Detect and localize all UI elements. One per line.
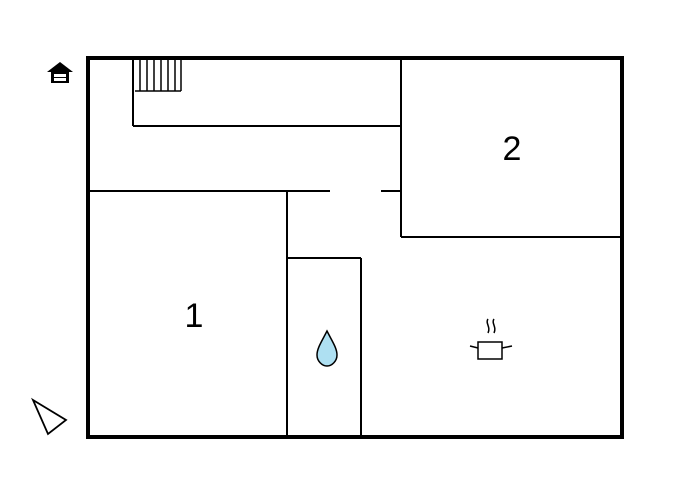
room-label-1: 1 (185, 297, 204, 335)
house-entrance-icon (47, 62, 73, 83)
cooking-pot-icon (469, 318, 513, 360)
interior-walls (88, 58, 622, 437)
outer-wall (86, 56, 624, 439)
stairs-icon (135, 59, 182, 92)
water-drop-icon (316, 329, 338, 367)
room-label-2: 2 (503, 130, 522, 168)
compass-arrow-icon (31, 397, 68, 436)
